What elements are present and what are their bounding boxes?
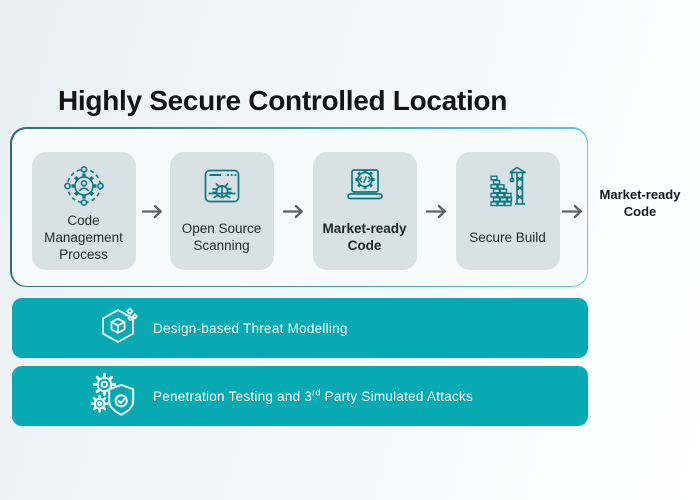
secure-location-container: Code Management Process	[10, 127, 588, 287]
page-title: Highly Secure Controlled Location	[58, 85, 508, 116]
gears-shield-check-icon	[90, 372, 135, 416]
laptop-code-gear-icon	[341, 161, 389, 211]
flow-step-market-ready-code: Market-ready Code	[312, 151, 417, 270]
right-arrow-icon	[561, 204, 582, 218]
banner-threat-modelling: Design-based Threat Modelling	[12, 298, 588, 358]
brick-wall-crane-icon	[484, 161, 532, 211]
flow-step-code-management: Code Management Process	[31, 151, 136, 270]
step-label: Secure Build	[469, 229, 546, 245]
banner-label: Penetration Testing and 3rd Party Simula…	[153, 387, 473, 404]
secure-location-container-inner: Code Management Process	[11, 128, 587, 286]
banner-label-text: Penetration Testing and 3	[153, 388, 313, 404]
cube-hexagon-icon	[102, 307, 138, 343]
flow-step-open-source-scanning: Open Source Scanning	[169, 151, 274, 270]
right-arrow-icon	[425, 204, 446, 218]
banner-label: Design-based Threat Modelling	[153, 320, 348, 336]
step-label: Market-ready Code	[322, 221, 407, 253]
right-arrow-icon	[282, 204, 303, 218]
banner-label-text: Party Simulated Attacks	[320, 388, 473, 404]
right-arrow-icon	[141, 204, 162, 218]
user-gear-process-icon	[60, 161, 108, 211]
banner-penetration-testing: Penetration Testing and 3rd Party Simula…	[12, 366, 588, 426]
step-label: Code Management Process	[44, 212, 123, 262]
step-label: Open Source Scanning	[181, 221, 262, 253]
output-label-market-ready-code: Market-ready Code	[599, 187, 681, 219]
flow-step-secure-build: Secure Build	[455, 151, 560, 270]
banner-label-superscript: rd	[312, 387, 321, 397]
browser-bug-scan-icon	[198, 161, 246, 211]
